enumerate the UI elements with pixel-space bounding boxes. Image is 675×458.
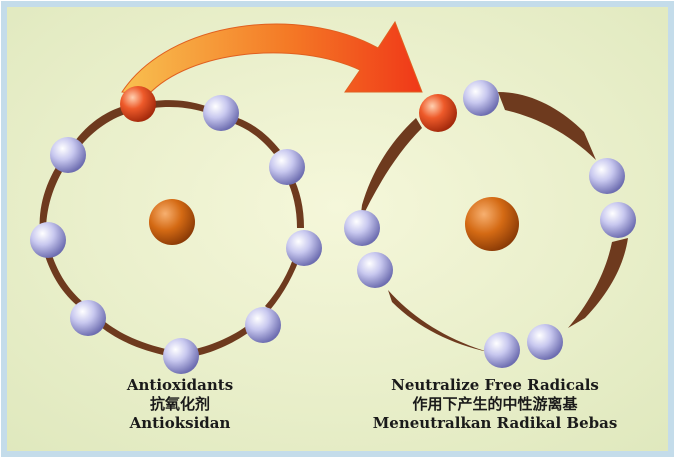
electron-sphere-icon [344, 210, 380, 246]
free-radical-electron [419, 94, 457, 132]
nucleus-sphere-icon [149, 199, 195, 245]
orbit-ring [360, 92, 628, 352]
electron-sphere-icon [50, 137, 86, 173]
electron-sphere-icon [484, 332, 520, 368]
electron-sphere-icon [357, 252, 393, 288]
caption-chinese: 作用下产生的中性游离基 [412, 395, 578, 413]
curved-arrow-icon [121, 20, 423, 96]
caption-malay: Meneutralkan Radikal Bebas [372, 414, 618, 432]
neutralize-caption: Neutralize Free Radicals 作用下产生的中性游离基 Men… [360, 376, 630, 433]
electron-sphere-icon [30, 222, 66, 258]
caption-english: Antioxidants [126, 376, 234, 394]
antioxidant-caption: Antioxidants 抗氧化剂 Antioksidan [95, 376, 265, 433]
electron-sphere-icon [463, 80, 499, 116]
caption-chinese: 抗氧化剂 [149, 395, 210, 413]
caption-malay: Antioksidan [129, 414, 231, 432]
electron-sphere-icon [600, 202, 636, 238]
electron-sphere-icon [203, 95, 239, 131]
neutralized-radical-atom [344, 80, 636, 368]
electron-sphere-icon [527, 324, 563, 360]
electron-sphere-icon [589, 158, 625, 194]
electron-sphere-icon [286, 230, 322, 266]
electron-sphere-icon [70, 300, 106, 336]
nucleus-sphere-icon [465, 197, 519, 251]
electron-sphere-icon [245, 307, 281, 343]
caption-english: Neutralize Free Radicals [391, 376, 599, 394]
antioxidant-atom [30, 86, 322, 374]
orbit-ring [39, 100, 304, 356]
electron-sphere-icon [269, 149, 305, 185]
free-radical-electron [120, 86, 156, 122]
electron-sphere-icon [163, 338, 199, 374]
